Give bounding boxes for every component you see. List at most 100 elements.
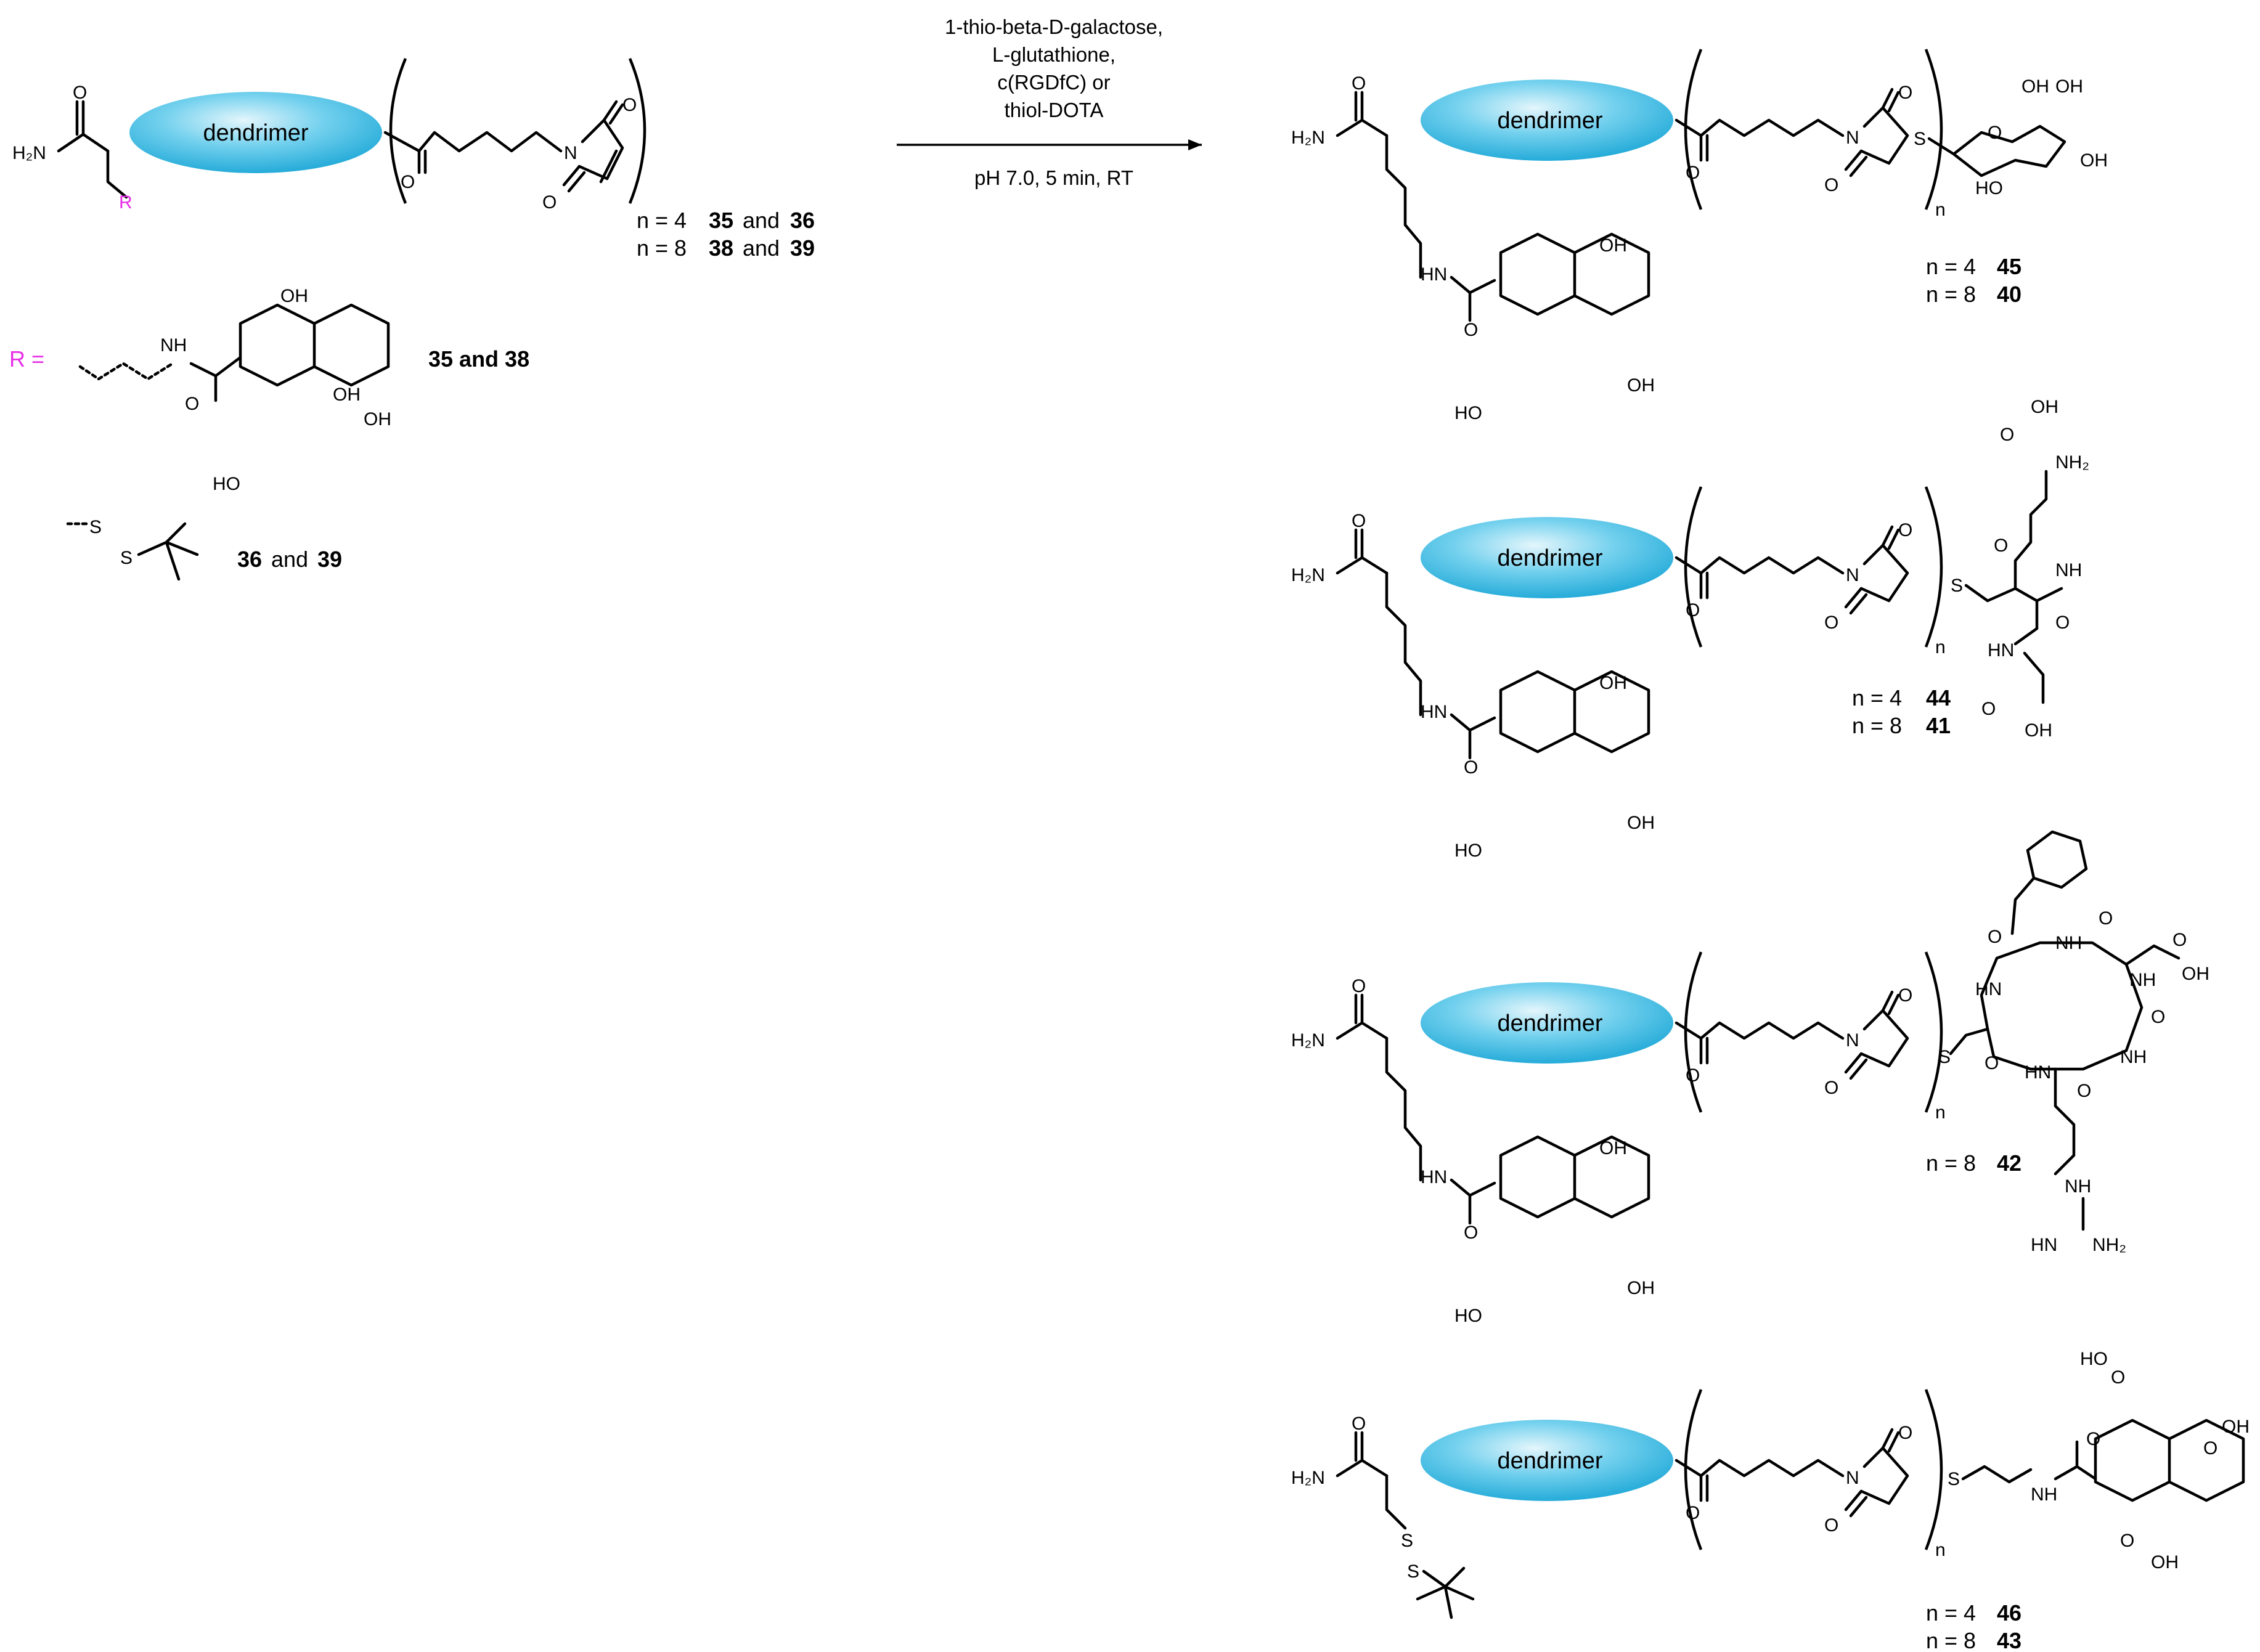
n-value: n = 8 (1926, 282, 1976, 307)
amine-label: H₂N (1291, 1468, 1325, 1488)
oxygen-label: O (1464, 320, 1478, 340)
oxygen-label: O (1352, 511, 1366, 531)
amine-label: NH₂ (2092, 1235, 2126, 1255)
compound-number: 36 (790, 208, 815, 233)
oxygen-label: O (622, 95, 637, 115)
oxygen-label: O (1686, 1065, 1700, 1086)
oxygen-label: O (2120, 1531, 2134, 1551)
n-value: n = 8 (1926, 1150, 1976, 1176)
oxygen-label: O (2151, 1007, 2165, 1027)
product-thiol-dota: H₂N O dendrimer S S O N O O n S NH O HO … (1291, 1349, 2250, 1652)
amide-nh-label: HN (1421, 1167, 1447, 1187)
amide-nh-label: NH (2031, 1484, 2057, 1505)
oxygen-label: O (2055, 612, 2070, 633)
hydroxyl-label: HO (1975, 178, 2003, 198)
n-value: n = 8 (1926, 1628, 1976, 1652)
sulfur-label: S (1407, 1561, 1419, 1582)
oxygen-label: O (1981, 699, 1996, 719)
n-subscript: n (1935, 1102, 1946, 1123)
nitrogen-label: N (1846, 128, 1859, 148)
oxygen-label: O (2111, 1367, 2125, 1388)
amide-nh-label: HN (1421, 264, 1447, 285)
reaction-arrow-group: 1-thio-beta-D-galactose, L-glutathione, … (897, 15, 1202, 189)
amide-nh-label: HN (2025, 1062, 2051, 1083)
nitrogen-label: N (1846, 565, 1859, 585)
hydroxyl-label: OH (2080, 150, 2108, 171)
oxygen-label: O (185, 394, 199, 414)
hydroxyl-label: OH (1599, 1138, 1627, 1158)
amine-label: H₂N (12, 143, 46, 163)
n-value: n = 4 (637, 208, 687, 233)
oxygen-label: O (2099, 908, 2113, 929)
compound-number: 45 (1997, 254, 2021, 279)
compound-number: 40 (1997, 282, 2021, 307)
oxygen-label: O (1686, 163, 1700, 183)
hydroxyl-label: HO (1454, 840, 1482, 861)
amide-nh-label: NH (160, 335, 187, 356)
hydroxyl-label: OH (2021, 76, 2049, 97)
dendrimer-label: dendrimer (1497, 108, 1602, 134)
hydroxyl-label: OH (1599, 235, 1627, 256)
amide-nh-label: NH (2055, 933, 2082, 953)
hydroxyl-label: OH (2031, 397, 2058, 417)
hydroxyl-label: OH (1627, 375, 1655, 396)
sulfur-label: S (1948, 1469, 1960, 1489)
hydroxyl-label: OH (2222, 1417, 2250, 1437)
compound-number: 39 (317, 547, 342, 572)
oxygen-label: O (1824, 175, 1838, 195)
oxygen-label: O (1686, 1503, 1700, 1523)
sulfur-label: S (89, 517, 102, 537)
n-value: n = 4 (1926, 1600, 1976, 1626)
oxygen-label: O (2000, 425, 2014, 445)
hydroxyl-label: OH (2182, 964, 2209, 984)
product-glutathione: H₂N O dendrimer HN O OH OH HO O N O O n … (1291, 397, 2089, 861)
hydroxyl-label: OH (2025, 720, 2052, 741)
r-definitions: R = NH O OH OH OH HO 35 and 38 S S 36 an… (9, 286, 529, 581)
oxygen-label: O (2086, 1429, 2100, 1449)
n-subscript: n (1935, 637, 1946, 657)
oxygen-label: O (1352, 73, 1366, 94)
oxygen-label: O (1988, 123, 2002, 143)
amine-label: H₂N (1291, 128, 1325, 148)
amine-label: H₂N (1291, 565, 1325, 585)
oxygen-label: O (1824, 1515, 1838, 1536)
amine-label: H₂N (1291, 1030, 1325, 1051)
conjunction: and (271, 547, 308, 572)
r-equals-label: R = (9, 346, 44, 372)
nitrogen-label: N (1846, 1468, 1859, 1488)
hydroxyl-label: OH (2055, 76, 2083, 97)
compound-number: 44 (1926, 685, 1951, 710)
dendrimer-label: dendrimer (1497, 1011, 1602, 1036)
n-subscript: n (1935, 1540, 1946, 1560)
compound-number: 35 and 38 (428, 346, 529, 372)
n-subscript: n (1935, 200, 1946, 220)
hydroxyl-label: HO (1454, 1306, 1482, 1326)
start-n-labels: n = 4 35 and 36 n = 8 38 and 39 (637, 208, 815, 261)
amide-nh-label: HN (1988, 640, 2014, 661)
oxygen-label: O (1985, 1053, 1999, 1073)
oxygen-label: O (2172, 930, 2187, 950)
nitrogen-label: N (1846, 1030, 1859, 1051)
amine-label: NH₂ (2055, 452, 2089, 473)
dendrimer-label: dendrimer (1497, 545, 1602, 571)
oxygen-label: O (401, 172, 415, 192)
r-group-label: R (119, 192, 133, 213)
oxygen-label: O (1994, 535, 2008, 556)
product-galactose: H₂N O dendrimer HN O OH OH HO O N O O n … (1291, 49, 2108, 423)
hydroxyl-label: OH (1599, 673, 1627, 693)
conjunction: and (743, 235, 780, 261)
conjunction: and (743, 208, 780, 233)
dendrimer-label: dendrimer (1497, 1448, 1602, 1474)
amide-nh-label: HN (1421, 702, 1447, 722)
hydroxyl-label: OH (1627, 813, 1655, 833)
oxygen-label: O (73, 83, 87, 103)
hydroxyl-label: OH (2151, 1552, 2179, 1573)
n-value: n = 8 (637, 235, 687, 261)
sulfur-label: S (1951, 576, 1963, 596)
n-value: n = 4 (1926, 254, 1976, 279)
compound-number: 42 (1997, 1150, 2021, 1176)
n-value: n = 8 (1852, 713, 1902, 738)
hydroxyl-label: OH (1627, 1278, 1655, 1298)
nitrogen-label: N (564, 143, 577, 163)
compound-number: 46 (1997, 1600, 2021, 1626)
